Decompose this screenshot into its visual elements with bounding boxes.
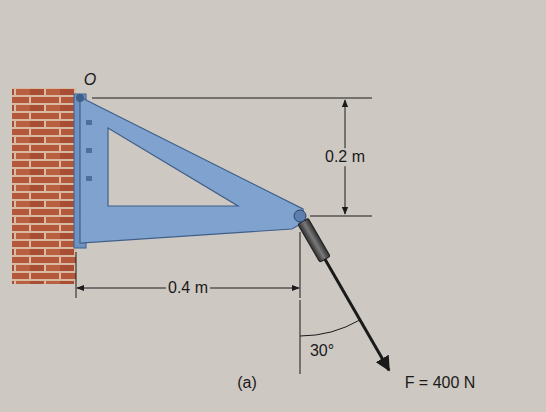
bolts bbox=[86, 120, 92, 181]
pin-tip bbox=[294, 210, 306, 222]
pin-o bbox=[76, 94, 84, 102]
dimension-label: 0.4 m bbox=[166, 279, 210, 297]
figure-caption: (a) bbox=[235, 374, 259, 392]
dimension-label: 0.2 m bbox=[323, 148, 367, 166]
force-label: F = 400 N bbox=[403, 374, 478, 392]
brick-wall bbox=[12, 88, 76, 284]
bracket-opening bbox=[108, 128, 238, 206]
angle-label: 30° bbox=[308, 342, 336, 360]
dimension-lines bbox=[76, 98, 372, 374]
force-arrow bbox=[298, 218, 394, 373]
point-label: O bbox=[82, 71, 98, 89]
bracket-body bbox=[80, 97, 304, 243]
